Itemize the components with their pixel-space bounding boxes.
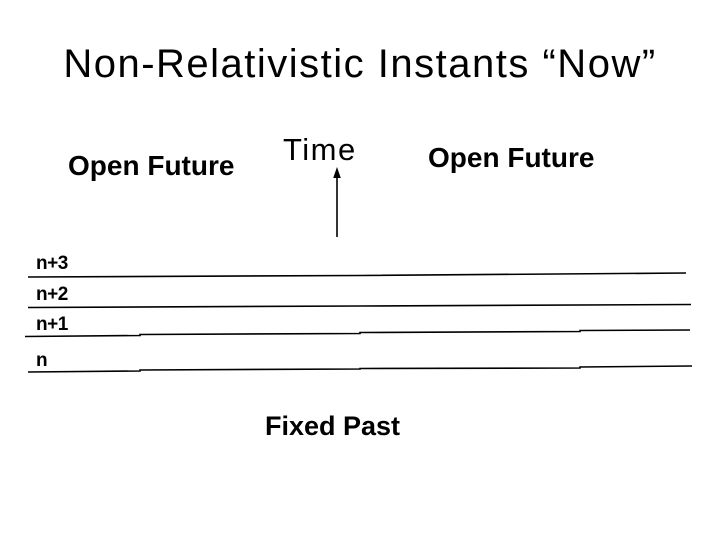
open-future-left-label: Open Future <box>68 150 235 181</box>
instant-line-n3 <box>27 272 687 278</box>
instant-line-n2 <box>27 303 692 309</box>
instant-line-n1 <box>24 329 691 338</box>
instant-label-n1: n+1 <box>36 314 68 335</box>
open-future-right-label: Open Future <box>428 142 595 173</box>
time-axis-label: Time <box>283 132 357 167</box>
instant-label-n: n <box>36 350 48 371</box>
time-up-arrow-icon <box>333 167 341 237</box>
instant-label-n3: n+3 <box>36 253 68 274</box>
fixed-past-label: Fixed Past <box>264 411 401 441</box>
slide-title: Non-Relativistic Instants “Now” <box>63 42 657 86</box>
instant-line-n <box>27 365 693 373</box>
instant-label-n2: n+2 <box>36 284 68 305</box>
